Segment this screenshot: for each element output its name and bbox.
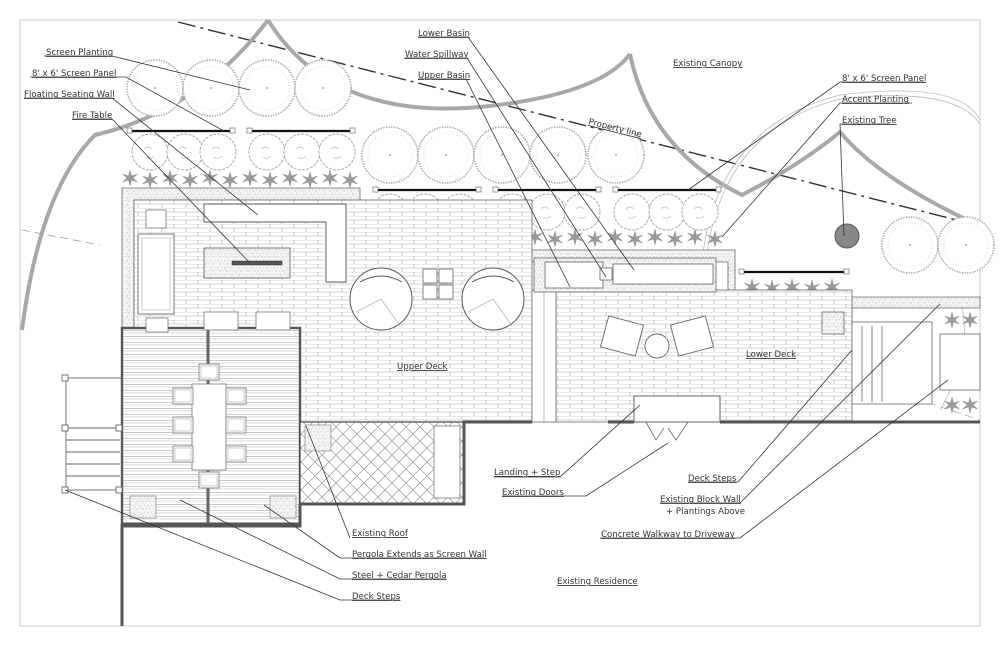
sofa — [137, 233, 175, 315]
label-screen-planting: Screen Planting — [46, 48, 113, 58]
label-existing-doors: Existing Doors — [502, 488, 564, 498]
water-feature — [533, 257, 717, 293]
label-upper-basin: Upper Basin — [418, 71, 470, 81]
label-screen-panel-left: 8' x 6' Screen Panel — [32, 69, 116, 79]
label-deck-steps-left: Deck Steps — [352, 592, 401, 602]
round-lounge-chairs — [349, 267, 525, 331]
label-concrete-walkway: Concrete Walkway to Driveway — [601, 530, 735, 540]
label-lower-basin: Lower Basin — [418, 29, 470, 39]
right-deck-steps — [851, 321, 981, 405]
screen-panels — [130, 129, 846, 274]
label-pergola-screen-wall: Pergola Extends as Screen Wall — [352, 550, 487, 560]
left-deck-steps — [61, 374, 123, 494]
label-water-spillway: Water Spillway — [405, 50, 469, 60]
floating-seating-wall — [203, 203, 347, 283]
side-table — [422, 268, 454, 300]
label-deck-steps-right: Deck Steps — [688, 474, 737, 484]
property-line — [177, 21, 981, 227]
label-fire-table: Fire Table — [72, 111, 112, 121]
label-steel-cedar-pergola: Steel + Cedar Pergola — [352, 571, 447, 581]
label-existing-block-wall: Existing Block Wall — [660, 495, 741, 505]
label-floating-seating-wall: Floating Seating Wall — [24, 90, 115, 100]
label-accent-planting: Accent Planting — [842, 95, 909, 105]
label-plantings-above: + Plantings Above — [666, 507, 745, 517]
label-existing-roof: Existing Roof — [352, 529, 409, 539]
label-existing-tree: Existing Tree — [842, 116, 897, 126]
label-existing-residence: Existing Residence — [557, 577, 638, 587]
landing-step — [633, 395, 721, 423]
label-upper-deck: Upper Deck — [397, 362, 447, 372]
plan-labels: Screen Planting 8' x 6' Screen Panel Flo… — [24, 29, 926, 602]
label-lower-deck: Lower Deck — [746, 350, 796, 360]
existing-residence-walls — [120, 420, 980, 626]
leader-lines — [24, 36, 949, 601]
existing-tree — [834, 223, 860, 249]
label-screen-panel-right: 8' x 6' Screen Panel — [842, 74, 926, 84]
label-landing-step: Landing + Step — [494, 468, 560, 478]
lower-deck-chairs — [599, 315, 715, 359]
label-existing-canopy: Existing Canopy — [673, 59, 742, 69]
steel-cedar-pergola — [120, 326, 302, 526]
